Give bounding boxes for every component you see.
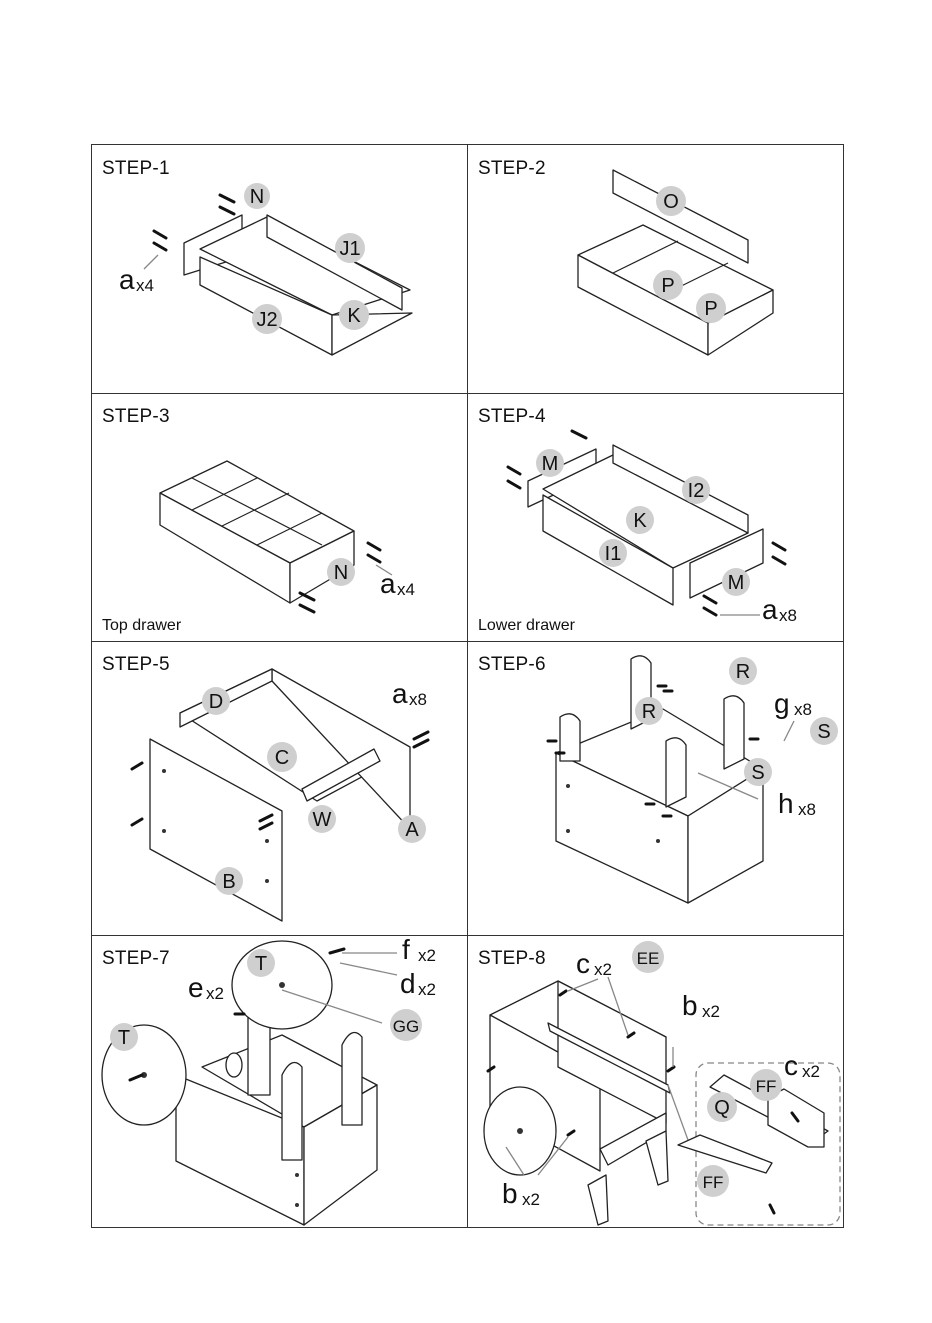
step-7-panel: T T GG f x2 d x2 e x2 STEP-7	[92, 935, 468, 1229]
hardware-letter: b	[502, 1178, 518, 1209]
hardware-letter: b	[682, 990, 698, 1021]
step-caption: Lower drawer	[478, 617, 575, 635]
step-title: STEP-3	[102, 406, 170, 428]
part-label: M	[728, 572, 745, 594]
part-label: N	[334, 562, 348, 584]
part-label: M	[542, 453, 559, 475]
part-label: D	[209, 691, 223, 713]
part-label: C	[275, 747, 289, 769]
hardware-letter: a	[380, 568, 396, 599]
part-label: I1	[605, 543, 622, 565]
step-4-drawing: M I2 K I1 M a x8	[468, 393, 844, 641]
step-8-drawing: EE FF Q FF c x2 b x2 c x2 b x2	[468, 935, 844, 1229]
part-label: A	[405, 819, 419, 841]
step-2-panel: O P P STEP-2	[468, 145, 844, 393]
part-label: S	[817, 721, 830, 743]
step-3-drawing: N a x4	[92, 393, 468, 641]
instruction-grid: N J1 J2 K a x4 STEP-1 O P P STEP-2	[91, 144, 844, 1228]
part-label: EE	[637, 949, 660, 968]
part-label: K	[347, 305, 361, 327]
step-title: STEP-4	[478, 406, 546, 428]
step-2-drawing: O P P	[468, 145, 844, 393]
hardware-qty: x4	[136, 276, 154, 295]
part-label: P	[661, 275, 674, 297]
step-title: STEP-7	[102, 948, 170, 970]
hardware-qty: x2	[418, 980, 436, 999]
step-5-panel: D C W A B a x8 STEP-5	[92, 641, 468, 935]
part-label: K	[633, 510, 647, 532]
step-1-drawing: N J1 J2 K a x4	[92, 145, 468, 393]
part-label: T	[255, 953, 267, 975]
hardware-qty: x8	[794, 700, 812, 719]
part-label: R	[642, 701, 656, 723]
hardware-qty: x2	[206, 984, 224, 1003]
hardware-letter: f	[402, 935, 410, 965]
part-label: T	[118, 1027, 130, 1049]
step-6-drawing: R R S S g x8 h x8	[468, 641, 844, 935]
part-label: N	[250, 186, 264, 208]
hardware-qty: x2	[594, 960, 612, 979]
hardware-qty: x2	[418, 946, 436, 965]
part-label: J1	[339, 238, 360, 260]
part-label: FF	[703, 1173, 724, 1192]
part-label: J2	[256, 309, 277, 331]
part-label: O	[663, 191, 679, 213]
hardware-qty: x2	[802, 1062, 820, 1081]
hardware-letter: h	[778, 788, 794, 819]
part-label: B	[222, 871, 235, 893]
step-5-drawing: D C W A B a x8	[92, 641, 468, 935]
hardware-letter: e	[188, 972, 204, 1003]
step-6-panel: R R S S g x8 h x8 STEP-6	[468, 641, 844, 935]
step-caption: Top drawer	[102, 617, 181, 635]
step-3-panel: N a x4 STEP-3 Top drawer	[92, 393, 468, 641]
step-8-panel: EE FF Q FF c x2 b x2 c x2 b x2 STEP-8	[468, 935, 844, 1229]
step-title: STEP-1	[102, 158, 170, 180]
hardware-letter: d	[400, 968, 416, 999]
hardware-qty: x2	[522, 1190, 540, 1209]
hardware-letter: a	[392, 678, 408, 709]
hardware-letter: a	[119, 264, 135, 295]
part-label: R	[736, 661, 750, 683]
step-7-drawing: T T GG f x2 d x2 e x2	[92, 935, 468, 1229]
step-title: STEP-2	[478, 158, 546, 180]
part-label: GG	[393, 1017, 419, 1036]
step-title: STEP-8	[478, 948, 546, 970]
hardware-letter: c	[784, 1050, 798, 1081]
part-label: W	[313, 809, 332, 831]
hardware-qty: x8	[409, 690, 427, 709]
hardware-qty: x2	[702, 1002, 720, 1021]
hardware-letter: g	[774, 688, 790, 719]
hardware-qty: x8	[779, 606, 797, 625]
hardware-qty: x4	[397, 580, 415, 599]
step-title: STEP-6	[478, 654, 546, 676]
hardware-letter: c	[576, 948, 590, 979]
part-label: Q	[714, 1097, 730, 1119]
part-label: P	[704, 298, 717, 320]
part-label: S	[751, 762, 764, 784]
hardware-qty: x8	[798, 800, 816, 819]
part-label: I2	[688, 480, 705, 502]
step-1-panel: N J1 J2 K a x4 STEP-1	[92, 145, 468, 393]
step-title: STEP-5	[102, 654, 170, 676]
part-label: FF	[756, 1077, 777, 1096]
hardware-letter: a	[762, 594, 778, 625]
step-4-panel: M I2 K I1 M a x8 STEP-4 Lower drawer	[468, 393, 844, 641]
